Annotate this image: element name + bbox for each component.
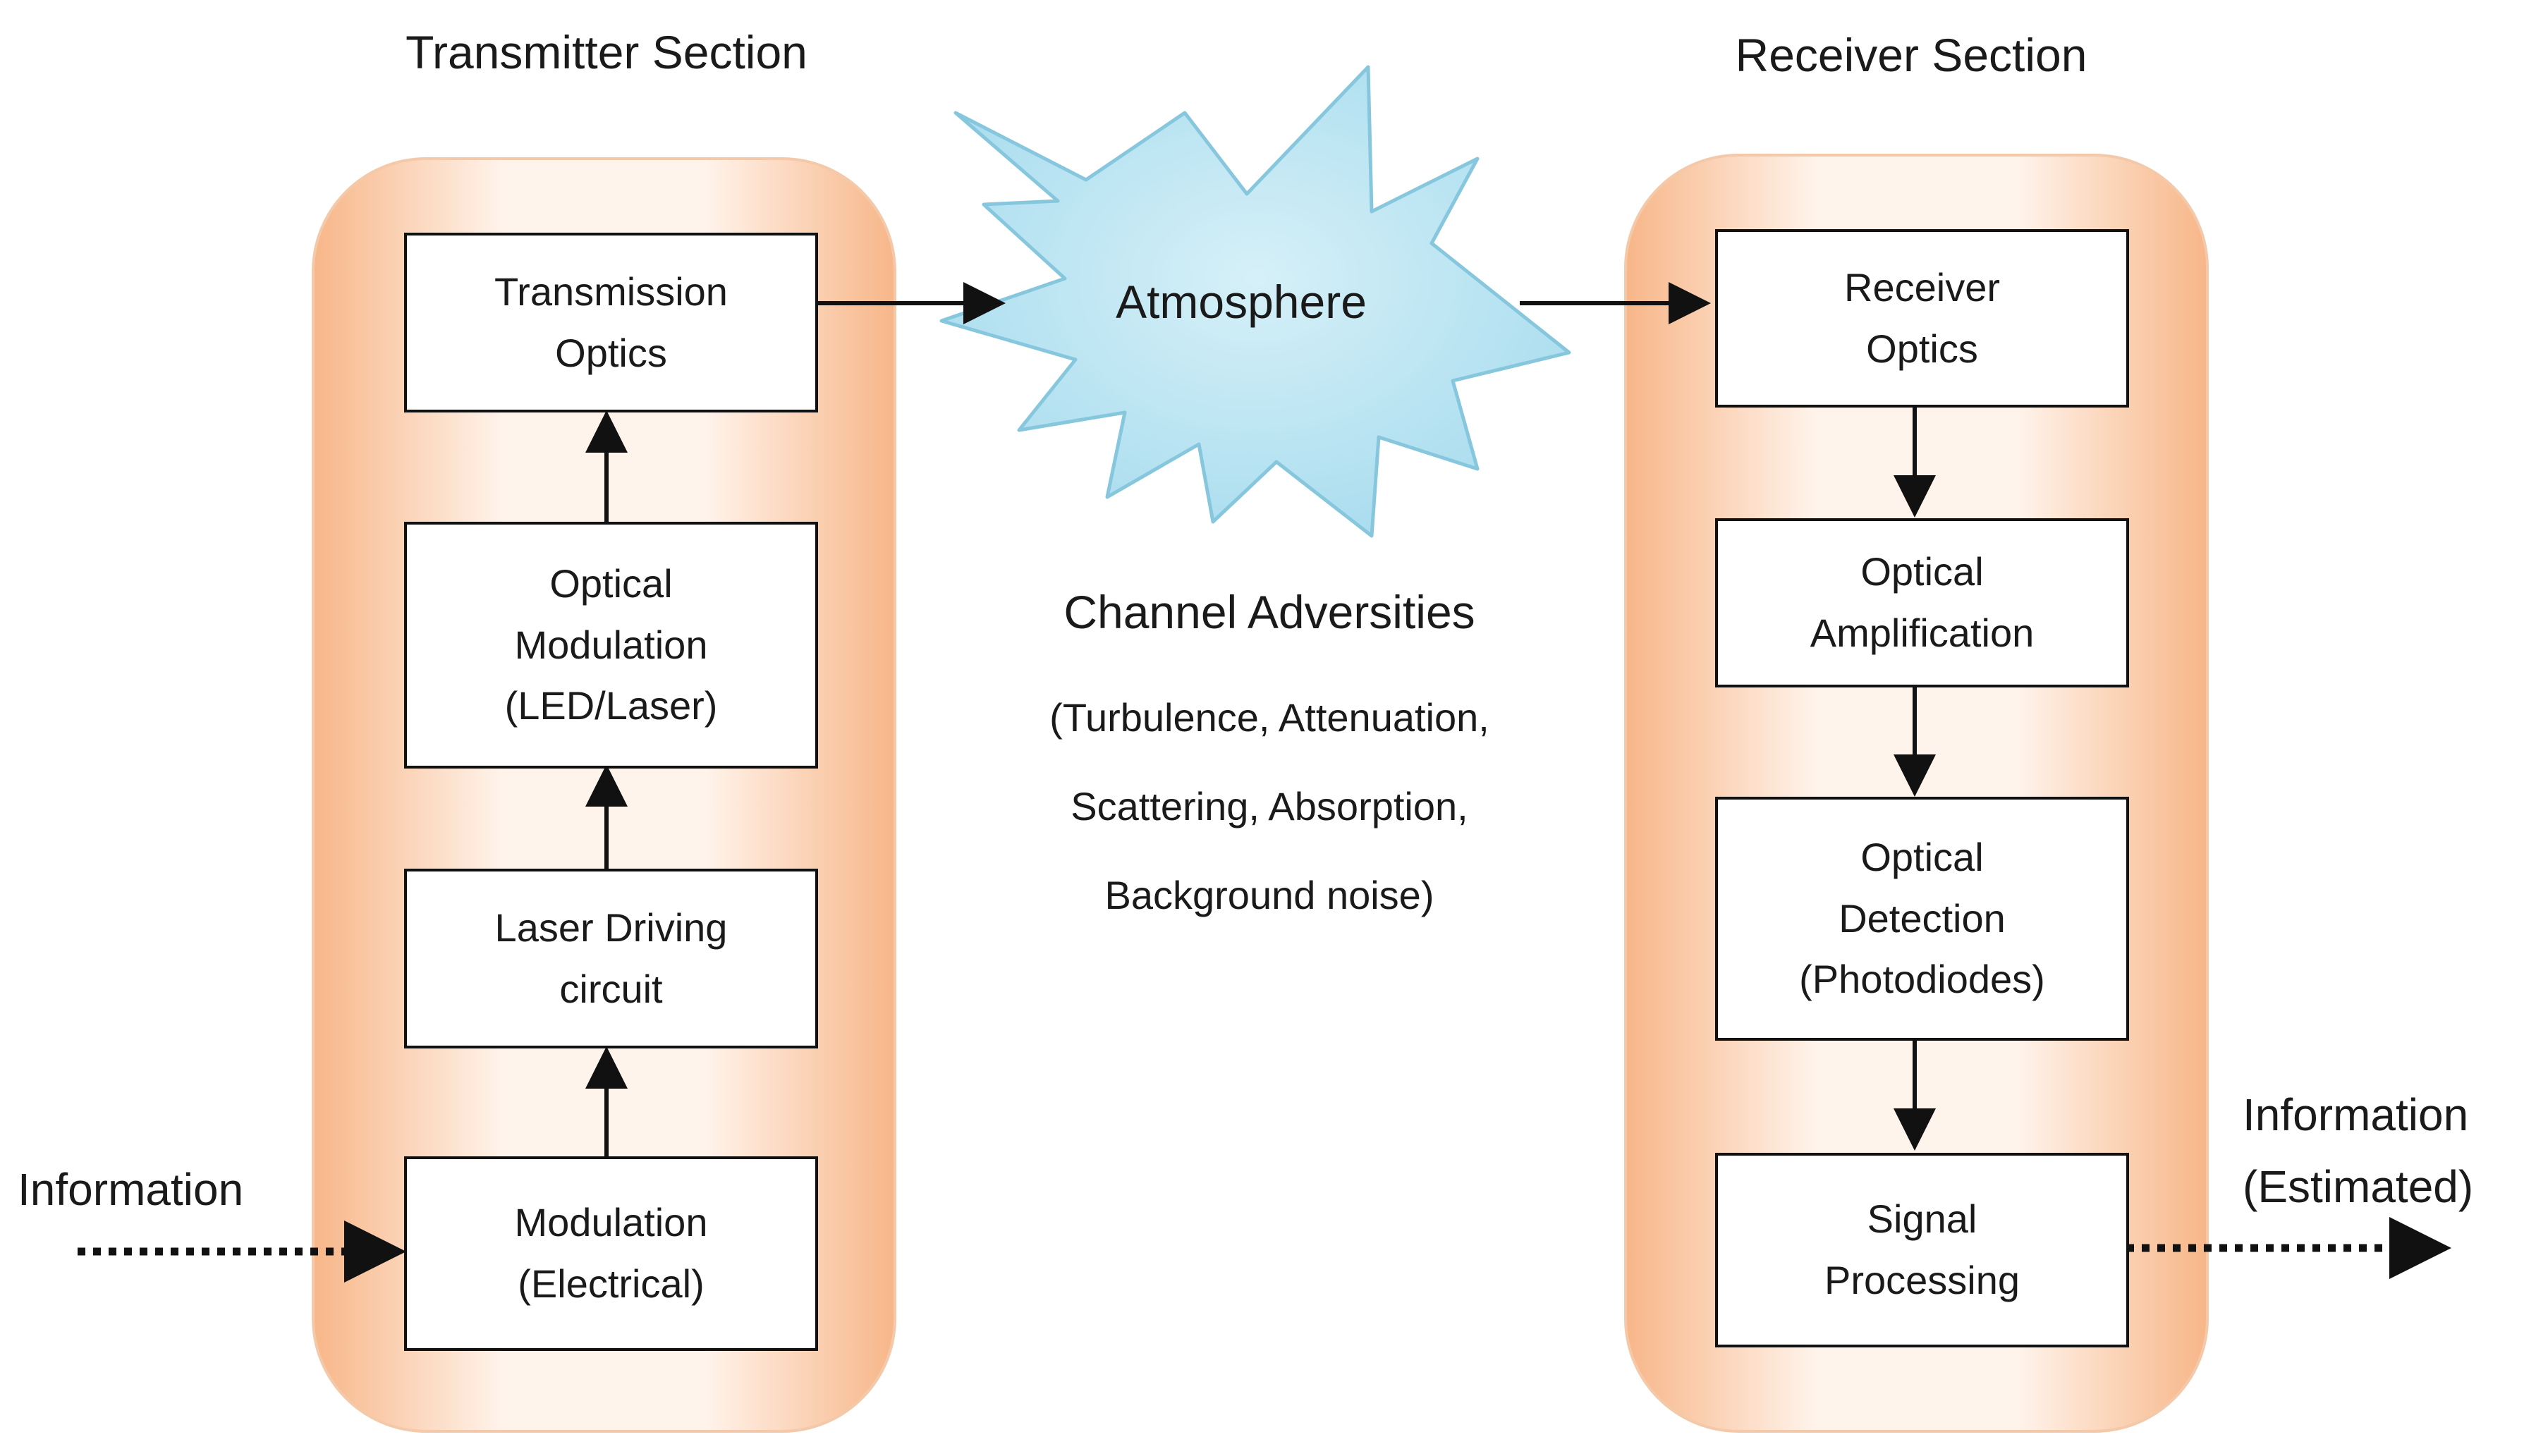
output-information-line-1: Information xyxy=(2243,1089,2469,1140)
signal-processing-block: Signal Processing xyxy=(1715,1153,2129,1347)
receiver-optics-block: Receiver Optics xyxy=(1715,229,2129,408)
channel-detail-line-2: Scattering, Absorption, xyxy=(1071,784,1468,828)
electrical-modulation-block: Modulation (Electrical) xyxy=(404,1156,818,1351)
channel-detail-line-3: Background noise) xyxy=(1104,873,1434,917)
output-information-line-2: (Estimated) xyxy=(2243,1161,2474,1213)
signal-processing-line-1: Signal xyxy=(1867,1197,1977,1242)
transmission-optics-line-2: Optics xyxy=(555,330,667,375)
transmission-optics-block: Transmission Optics xyxy=(404,233,818,412)
optical-modulation-line-1: Optical xyxy=(549,561,673,606)
laser-driving-line-1: Laser Driving xyxy=(494,905,728,950)
optical-amplification-block: Optical Amplification xyxy=(1715,518,2129,687)
transmission-optics-line-1: Transmission xyxy=(494,269,728,314)
output-information-label: Information (Estimated) xyxy=(2243,1079,2473,1223)
optical-amplification-line-2: Amplification xyxy=(1810,611,2035,655)
optical-modulation-line-2: Modulation xyxy=(514,622,708,667)
laser-driving-line-2: circuit xyxy=(559,966,663,1011)
atmosphere-label: Atmosphere xyxy=(1116,276,1367,328)
channel-detail-line-1: (Turbulence, Attenuation, xyxy=(1049,695,1489,740)
optical-detection-line-3: (Photodiodes) xyxy=(1799,957,2045,1002)
laser-driving-circuit-block: Laser Driving circuit xyxy=(404,869,818,1048)
signal-processing-line-2: Processing xyxy=(1824,1258,2020,1302)
optical-amplification-line-1: Optical xyxy=(1860,549,1984,594)
channel-adversities-title: Channel Adversities xyxy=(1063,586,1475,638)
channel-adversities-details: (Turbulence, Attenuation, Scattering, Ab… xyxy=(973,673,1566,940)
receiver-optics-line-2: Optics xyxy=(1866,326,1978,371)
input-information-label: Information xyxy=(18,1164,244,1215)
optical-detection-line-1: Optical xyxy=(1860,834,1984,879)
electrical-modulation-line-1: Modulation xyxy=(514,1200,708,1245)
atmosphere-cloud-shape xyxy=(939,65,1571,538)
receiver-optics-line-1: Receiver xyxy=(1844,264,2000,310)
optical-modulation-line-3: (LED/Laser) xyxy=(504,683,718,728)
optical-detection-line-2: Detection xyxy=(1839,895,2006,941)
optical-modulation-block: Optical Modulation (LED/Laser) xyxy=(404,522,818,769)
electrical-modulation-line-2: (Electrical) xyxy=(518,1261,705,1306)
optical-detection-block: Optical Detection (Photodiodes) xyxy=(1715,797,2129,1041)
receiver-section-title: Receiver Section xyxy=(1735,29,2087,81)
transmitter-section-title: Transmitter Section xyxy=(406,26,807,78)
